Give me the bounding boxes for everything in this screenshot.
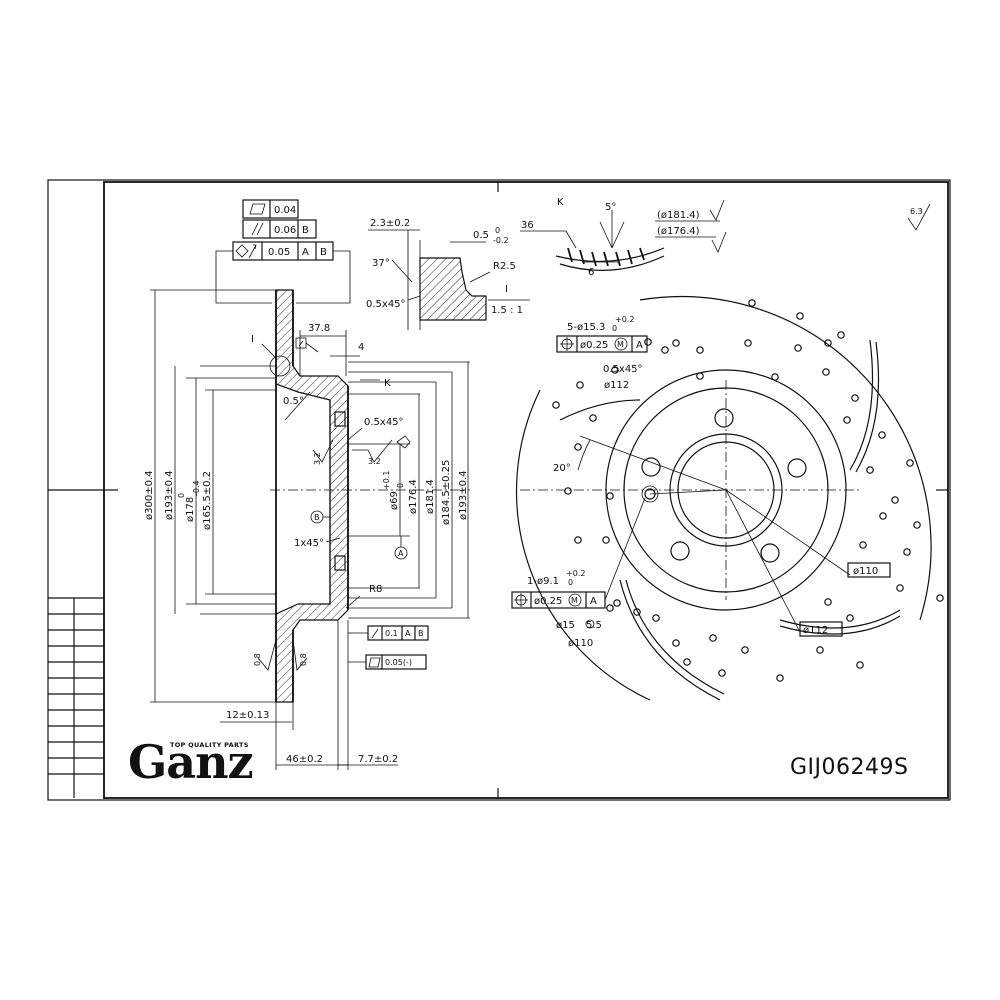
tol-row3-datum-a: A	[302, 247, 309, 258]
pos-mod-b: M	[571, 596, 578, 605]
position-diamond-icon	[235, 244, 249, 258]
detail-I-depth-lower: -0.2	[493, 236, 509, 245]
holes-tol-upper: +0.2	[615, 315, 634, 324]
surface-finish-value: 6.3	[910, 207, 923, 216]
roughness-icon-k	[709, 199, 725, 221]
tolerance-frame: 0.04 0.06 B 0.05 A B	[215, 199, 351, 304]
dim-depth: 7.7±0.2	[358, 754, 398, 765]
small-tol-lower: 0	[568, 578, 573, 587]
angle-half-deg: 0.5°	[283, 396, 304, 407]
detail-K-view: K 5° (ø181.4) (ø176.4) 36 6	[520, 197, 727, 278]
label-I: I	[251, 334, 254, 345]
front-d112-right: ø112	[803, 625, 828, 636]
pos-datum-b: A	[590, 596, 597, 607]
roughness-icon-2	[257, 639, 277, 671]
dim-thickness: 12±0.13	[226, 710, 269, 721]
flatness-value: 0.05(-)	[385, 658, 412, 667]
rough-0-8a: 0.8	[253, 653, 262, 666]
cross-section-view: ø300±0.4 ø193±0.4 ø178 0 -0.4 ø165.5±0.2…	[144, 289, 470, 770]
roughness-icon	[312, 439, 334, 463]
front-d110-right: ø110	[853, 566, 878, 577]
runout-d1: A	[405, 629, 411, 638]
tol-row2-value: 0.06	[274, 225, 296, 236]
detail-I-depth-upper: 0	[495, 226, 500, 235]
front-d15: ø15	[556, 620, 575, 631]
part-number: GIJ06249S	[790, 755, 909, 780]
runout-small-icon	[371, 628, 379, 639]
brand-logo: TOP QUALITY PARTS Ganz	[128, 733, 268, 793]
dim-d69-tol-lower: 0	[396, 483, 405, 488]
dim-4: 4	[358, 342, 364, 353]
dim-d165: ø165.5±0.2	[202, 471, 213, 530]
holes-tol-lower: 0	[612, 324, 617, 333]
detail-K-label: K	[557, 197, 564, 208]
tol-row3-datum-b: B	[320, 247, 327, 258]
front-view: 5-ø15.3 +0.2 0 ø0.25 M A 0.5x45° ø112 20…	[511, 296, 944, 701]
brand-name: Ganz	[128, 735, 254, 789]
dim-height: 46±0.2	[286, 754, 323, 765]
surface-finish-symbol: 6.3	[907, 203, 931, 231]
front-d110: ø110	[568, 638, 593, 649]
pos-mod: M	[617, 340, 624, 349]
title-block-strip	[48, 597, 104, 798]
tol-row2-datum: B	[302, 225, 309, 236]
dim-d178: ø178	[185, 497, 196, 522]
detail-I-chamfer: 0.5x45°	[366, 299, 406, 310]
front-pcd: ø112	[604, 380, 629, 391]
brand-tagline: TOP QUALITY PARTS	[170, 741, 249, 749]
flatness-icon	[249, 203, 266, 215]
dim-d184: ø184.5±0.25	[441, 460, 452, 525]
detail-K-36: 36	[521, 220, 534, 231]
flatness-small-icon	[368, 657, 381, 668]
datum-B: B	[314, 513, 320, 522]
parallelism-icon	[251, 222, 264, 236]
sheet-frame	[47, 179, 951, 801]
detail-K-d176: (ø176.4)	[657, 226, 700, 237]
rough-3-2b: 3.2	[368, 457, 381, 466]
dim-d181: ø181.4	[425, 479, 436, 514]
small-tol-upper: +0.2	[566, 569, 585, 578]
pos-tol: ø0.25	[580, 340, 608, 351]
chamfer-a: 0.5x45°	[364, 417, 404, 428]
detail-I-view: 2.3±0.2 0.5 0 -0.2 37° R2.5 0.5x45° I 1.…	[366, 218, 530, 330]
pos-tol-b: ø0.25	[534, 596, 562, 607]
flat-small-icon	[298, 340, 304, 347]
detail-K-angle: 5°	[605, 202, 616, 213]
front-chamfer: 0.5x45°	[603, 364, 643, 375]
dim-d193: ø193±0.4	[164, 471, 175, 521]
radius-8: R8	[369, 584, 382, 595]
detail-I-scale: 1.5 : 1	[491, 305, 523, 316]
dim-37-8: 37.8	[308, 323, 330, 334]
dim-d176: ø176.4	[408, 479, 419, 514]
detail-I-label: I	[505, 284, 508, 295]
dim-d178-tol-lower: -0.4	[192, 480, 201, 496]
front-angle: 20°	[553, 463, 571, 474]
drilled-holes	[552, 299, 944, 682]
label-K: K	[384, 378, 391, 389]
dim-d69-tol: +0.1	[382, 471, 391, 490]
pos-datum: A	[636, 340, 643, 351]
dim-d193b: ø193±0.4	[458, 471, 469, 521]
detail-I-width: 2.3±0.2	[370, 218, 410, 229]
runout-arrow-icon	[248, 244, 257, 259]
detail-K-d181: (ø181.4)	[657, 210, 700, 221]
chamfer-b: 1x45°	[294, 538, 324, 549]
rough-3-2a: 3.2	[313, 452, 322, 465]
runout-value: 0.1	[385, 629, 398, 638]
small-hole-spec: 1-ø9.1	[527, 576, 559, 587]
detail-I-depth: 0.5	[473, 230, 489, 241]
rough-0-8b: 0.8	[299, 653, 308, 666]
runout-d2: B	[418, 629, 424, 638]
tol-row1-value: 0.04	[274, 205, 296, 216]
dim-d178-tol-upper: 0	[177, 493, 186, 498]
holes-spec: 5-ø15.3	[567, 322, 605, 333]
detail-K-6: 6	[588, 267, 594, 278]
detail-I-angle: 37°	[372, 258, 390, 269]
datum-A: A	[398, 549, 404, 558]
dim-d69: ø69	[389, 491, 400, 510]
tol-row3-value: 0.05	[268, 247, 290, 258]
detail-I-radius: R2.5	[493, 261, 516, 272]
dim-d300: ø300±0.4	[144, 471, 155, 521]
